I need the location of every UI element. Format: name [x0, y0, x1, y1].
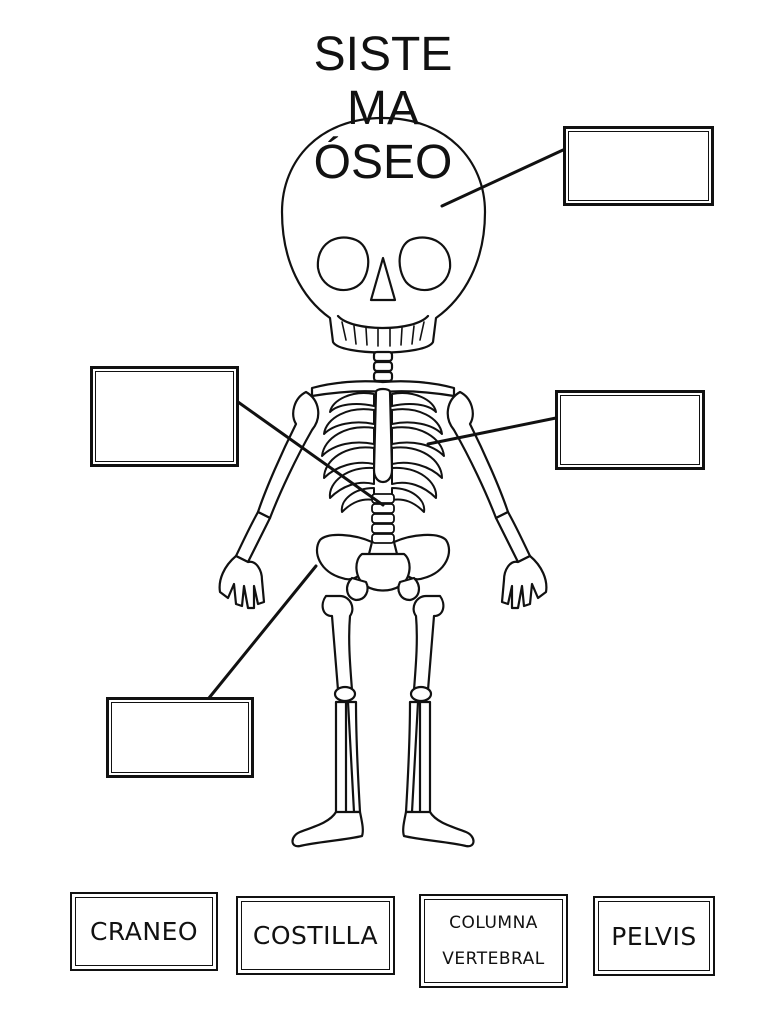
title-line-3: ÓSEO	[313, 136, 453, 189]
word-label-pelvis: PELVIS	[611, 921, 697, 951]
pointer-line-ribs	[426, 416, 558, 446]
title-line-1: SISTE	[313, 28, 453, 81]
pointer-line-spine	[236, 400, 385, 507]
word-card-pelvis[interactable]: PELVIS	[593, 896, 715, 976]
word-card-craneo[interactable]: CRANEO	[70, 892, 218, 971]
page-title: SISTE MA ÓSEO	[283, 28, 483, 190]
rib-cage	[321, 392, 445, 513]
skull	[280, 116, 487, 354]
answer-box-spine[interactable]	[90, 366, 239, 467]
answer-box-ribs[interactable]	[555, 390, 705, 470]
pelvis-bone	[315, 533, 451, 602]
word-label-craneo: CRANEO	[89, 917, 199, 946]
word-label-columna: COLUMNA	[449, 913, 538, 933]
pointer-line-skull	[440, 148, 565, 208]
right-leg	[402, 594, 475, 848]
pointer-line-pelvis	[207, 564, 318, 700]
left-arm	[218, 390, 320, 610]
sternum	[372, 387, 394, 484]
word-card-columna-vertebral[interactable]: COLUMNA VERTEBRAL	[419, 894, 568, 988]
neck-vertebrae	[372, 350, 394, 383]
right-arm	[446, 390, 548, 610]
word-label-costilla: COSTILLA	[252, 921, 379, 950]
word-card-costilla[interactable]: COSTILLA	[236, 896, 395, 975]
left-leg	[291, 594, 364, 848]
word-label-vertebral: VERTEBRAL	[442, 949, 545, 969]
answer-box-skull[interactable]	[563, 126, 714, 206]
answer-box-pelvis[interactable]	[106, 697, 254, 778]
title-line-2: MA	[347, 82, 419, 135]
